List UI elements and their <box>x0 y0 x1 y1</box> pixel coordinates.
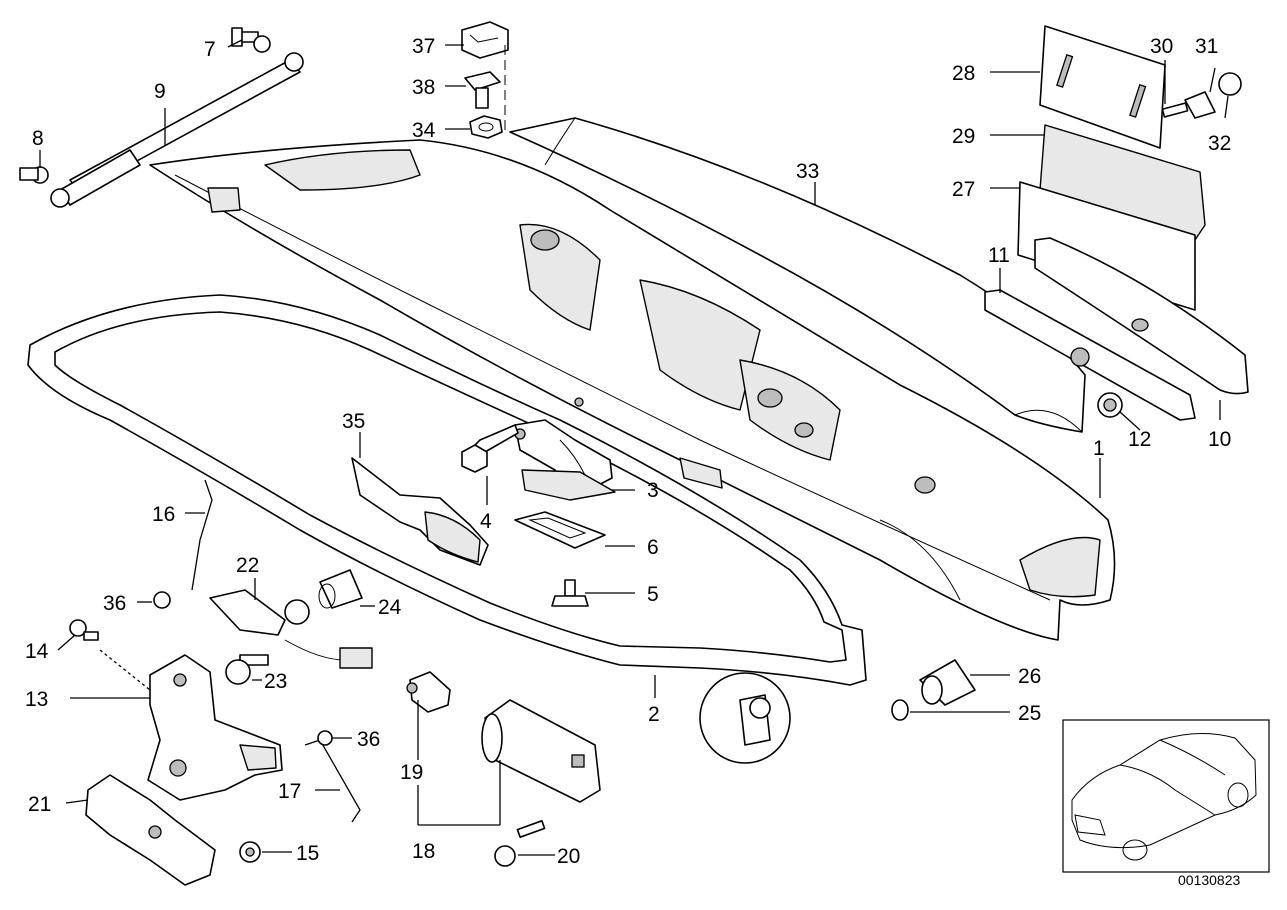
callout-9: 9 <box>154 80 166 103</box>
actuator-set-part <box>481 699 601 803</box>
clip-36-upper <box>153 591 171 609</box>
callout-2: 2 <box>648 703 660 726</box>
ball-stud-part <box>231 27 271 53</box>
car-overview-inset <box>1062 719 1270 873</box>
callout-25: 25 <box>1018 702 1041 725</box>
spoiler-part <box>509 117 1086 433</box>
callout-12: 12 <box>1128 428 1151 451</box>
callout-1: 1 <box>1093 437 1105 460</box>
callout-7: 7 <box>204 38 216 61</box>
screw-part <box>551 579 589 607</box>
callout-22: 22 <box>236 554 259 577</box>
handle-recess-part <box>351 457 489 566</box>
latch-screw-part <box>69 619 99 641</box>
callout-38: 38 <box>412 76 435 99</box>
callout-16: 16 <box>152 503 175 526</box>
callout-15: 15 <box>296 842 319 865</box>
callout-32: 32 <box>1208 132 1231 155</box>
leader-lines <box>39 39 1229 856</box>
stud-38-part <box>464 71 501 109</box>
detail-circle <box>699 672 791 764</box>
grommet-part <box>1097 392 1123 418</box>
callout-19: 19 <box>400 761 423 784</box>
callout-8: 8 <box>32 127 44 150</box>
callout-26: 26 <box>1018 665 1041 688</box>
callout-11: 11 <box>988 244 1010 267</box>
gasket-part <box>27 294 867 686</box>
plate-base-part <box>1039 25 1166 149</box>
callout-24: 24 <box>378 596 402 619</box>
cap-24-part <box>318 569 363 609</box>
callout-35: 35 <box>342 410 365 433</box>
callout-37: 37 <box>412 35 435 58</box>
actuator-screw-part <box>494 819 546 867</box>
callout-34: 34 <box>412 119 436 142</box>
latch-cover-part <box>85 774 216 886</box>
screw-30-part <box>1161 102 1189 118</box>
bracket-part <box>406 671 451 713</box>
reference-number: 00130823 <box>1178 872 1241 888</box>
callout-14: 14 <box>25 640 49 663</box>
callout-3: 3 <box>647 479 659 502</box>
ball-stud-clip-part <box>19 166 49 184</box>
nut-15-part <box>239 841 261 863</box>
callout-4: 4 <box>480 510 492 533</box>
callout-36a: 36 <box>103 592 126 615</box>
nut-37-part <box>461 21 509 59</box>
switch-part <box>209 589 373 669</box>
callout-10: 10 <box>1208 428 1231 451</box>
plate-pad-part <box>1039 124 1206 241</box>
callout-20: 20 <box>557 845 580 868</box>
callout-13: 13 <box>25 688 48 711</box>
callout-23: 23 <box>264 670 287 693</box>
bulb-holder-part <box>225 654 269 685</box>
nut-34-part <box>469 115 503 139</box>
o-ring-part <box>891 699 909 721</box>
handle-strip-part <box>1034 237 1249 395</box>
gas-strut-part <box>50 52 304 208</box>
callout-6: 6 <box>647 536 659 559</box>
callout-27: 27 <box>952 178 975 201</box>
callout-17: 17 <box>278 780 301 803</box>
rod-part <box>304 739 361 823</box>
buffer-part <box>919 659 976 706</box>
clip-36-lower <box>317 730 333 746</box>
callout-36b: 36 <box>357 728 380 751</box>
hinge-bolt-part <box>461 424 519 473</box>
callout-29: 29 <box>952 125 975 148</box>
latch-part <box>147 654 283 801</box>
callout-21: 21 <box>28 793 51 816</box>
callout-30: 30 <box>1150 35 1173 58</box>
trunk-lid-part <box>149 139 1116 641</box>
plate-seal-part <box>1017 181 1196 311</box>
hinge-gasket-part <box>514 511 606 549</box>
callout-18: 18 <box>412 840 435 863</box>
callout-31: 31 <box>1195 35 1218 58</box>
clip-31-part <box>1184 91 1216 119</box>
cap-32-part <box>1218 72 1242 96</box>
callout-28: 28 <box>952 62 975 85</box>
cable-rod-part <box>191 479 213 591</box>
callout-33: 33 <box>796 160 819 183</box>
callout-labels: 7 9 8 37 38 34 33 28 29 27 30 31 32 11 1… <box>25 35 1231 868</box>
callout-5: 5 <box>647 583 659 606</box>
